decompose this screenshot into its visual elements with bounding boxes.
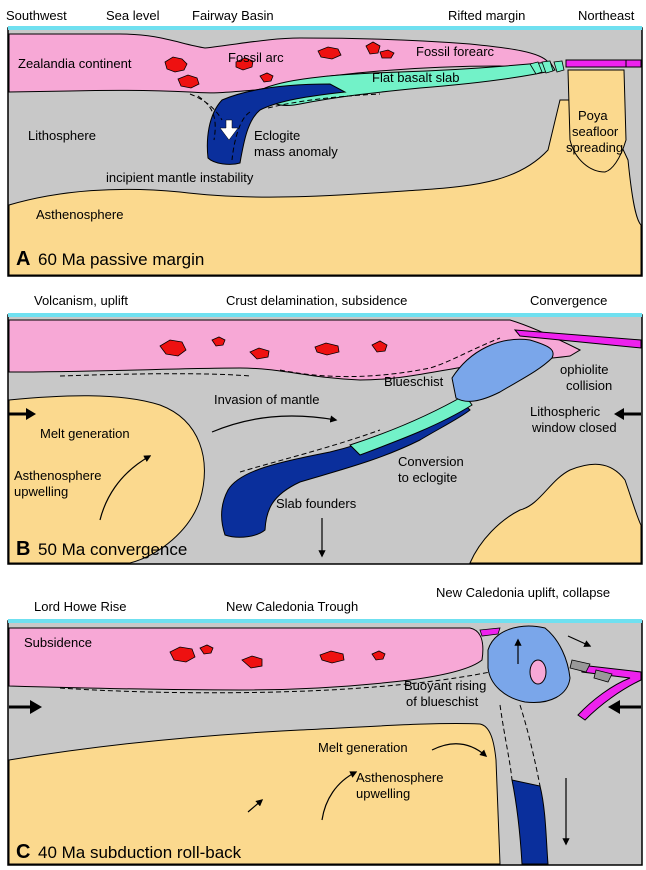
- panel-a-label-northeast: Northeast: [578, 8, 635, 23]
- panel-b-label-to-eclogite: to eclogite: [398, 470, 457, 485]
- panel-a-label-fossil-forearc: Fossil forearc: [416, 44, 495, 59]
- panel-a-label-fairway-basin: Fairway Basin: [192, 8, 274, 23]
- panel-b-label-upwelling: upwelling: [14, 484, 68, 499]
- panel-a-label-southwest: Southwest: [6, 8, 67, 23]
- panel-c-label-buoyant: Buoyant rising: [404, 678, 486, 693]
- panel-a-label-flat-slab: Flat basalt slab: [372, 70, 459, 85]
- panel-a-label-zealandia: Zealandia continent: [18, 56, 132, 71]
- panel-a-caption: 60 Ma passive margin: [38, 250, 204, 269]
- panel-c-label-subsidence: Subsidence: [24, 635, 92, 650]
- panel-b-label-window-closed: window closed: [531, 420, 617, 435]
- panel-b-label-volcanism: Volcanism, uplift: [34, 293, 128, 308]
- panel-c-label-trough: New Caledonia Trough: [226, 599, 358, 614]
- panel-a-label-lithosphere: Lithosphere: [28, 128, 96, 143]
- panel-b: Volcanism, uplift Crust delamination, su…: [8, 293, 642, 564]
- panel-c-label-melt: Melt generation: [318, 740, 408, 755]
- panel-b-label-lithospheric: Lithospheric: [530, 404, 601, 419]
- panel-b-caption: 50 Ma convergence: [38, 540, 187, 559]
- panel-b-label-collision: collision: [566, 378, 612, 393]
- panel-b-label-blueschist: Blueschist: [384, 374, 444, 389]
- panel-c-label-lord-howe: Lord Howe Rise: [34, 599, 127, 614]
- panel-a-caption-letter: A: [16, 248, 30, 270]
- panel-a-label-rifted-margin: Rifted margin: [448, 8, 525, 23]
- panel-a-label-seafloor: seafloor: [572, 124, 619, 139]
- panel-a-ophiolite-crust: [566, 60, 626, 67]
- panel-c-label-asthenosphere: Asthenosphere: [356, 770, 443, 785]
- panel-b-label-delamination: Crust delamination, subsidence: [226, 293, 407, 308]
- panel-a-label-poya: Poya: [578, 108, 608, 123]
- panel-a-label-asthenosphere: Asthenosphere: [36, 207, 123, 222]
- panel-a-label-spreading: spreading: [566, 140, 623, 155]
- panel-b-caption-letter: B: [16, 538, 30, 560]
- panel-c-continental-inclusion: [530, 660, 546, 684]
- panel-b-label-invasion: Invasion of mantle: [214, 392, 320, 407]
- panel-b-label-asthenosphere: Asthenosphere: [14, 468, 101, 483]
- panel-b-label-melt: Melt generation: [40, 426, 130, 441]
- panel-b-label-conversion: Conversion: [398, 454, 464, 469]
- panel-a-label-sea-level: Sea level: [106, 8, 160, 23]
- panel-c-sea-level-line: [8, 619, 642, 623]
- panel-b-label-convergence: Convergence: [530, 293, 607, 308]
- panel-a: Southwest Sea level Fairway Basin Rifted…: [6, 8, 642, 276]
- panel-c: Lord Howe Rise New Caledonia Trough New …: [8, 585, 642, 865]
- panel-c-label-of-blueschist: of blueschist: [406, 694, 479, 709]
- panel-a-label-instability: incipient mantle instability: [106, 170, 254, 185]
- panel-c-label-uplift: New Caledonia uplift, collapse: [436, 585, 610, 600]
- panel-a-sea-level-line: [8, 26, 642, 30]
- panel-c-caption: 40 Ma subduction roll-back: [38, 843, 242, 862]
- panel-a-ophiolite-crust-right: [626, 60, 641, 67]
- panel-b-sea-level-line: [8, 313, 642, 317]
- panel-a-label-eclogite: Eclogite: [254, 128, 300, 143]
- panel-c-caption-letter: C: [16, 841, 30, 863]
- panel-b-label-ophiolite: ophiolite: [560, 362, 608, 377]
- panel-b-label-founders: Slab founders: [276, 496, 357, 511]
- panel-a-label-mass-anomaly: mass anomaly: [254, 144, 338, 159]
- panel-c-label-upwelling: upwelling: [356, 786, 410, 801]
- panel-a-label-fossil-arc: Fossil arc: [228, 50, 284, 65]
